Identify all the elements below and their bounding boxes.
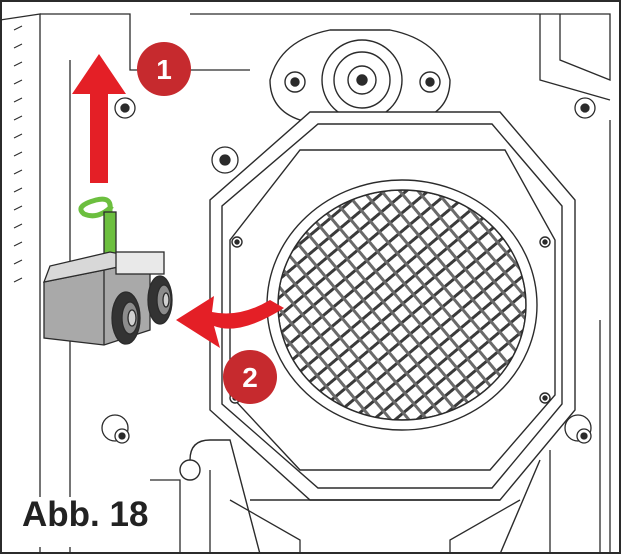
arrow-curved-step-2 [176, 296, 284, 348]
fan-housing [209, 111, 576, 501]
lower-bracket [179, 439, 541, 554]
caption-background [14, 497, 174, 547]
spring-clip [78, 196, 114, 250]
figure-caption: Abb. 18 [22, 495, 149, 534]
ignition-component [42, 196, 173, 346]
step-badge-1-label: 1 [156, 54, 172, 85]
step-badge-2: 2 [223, 350, 277, 404]
step-badge-2-label: 2 [242, 362, 258, 393]
housing-panel [0, 13, 611, 554]
left-edge-slots [13, 25, 23, 283]
motor-mount [269, 29, 451, 121]
step-badge-1: 1 [137, 42, 191, 96]
arrow-up-step-1 [72, 54, 126, 183]
